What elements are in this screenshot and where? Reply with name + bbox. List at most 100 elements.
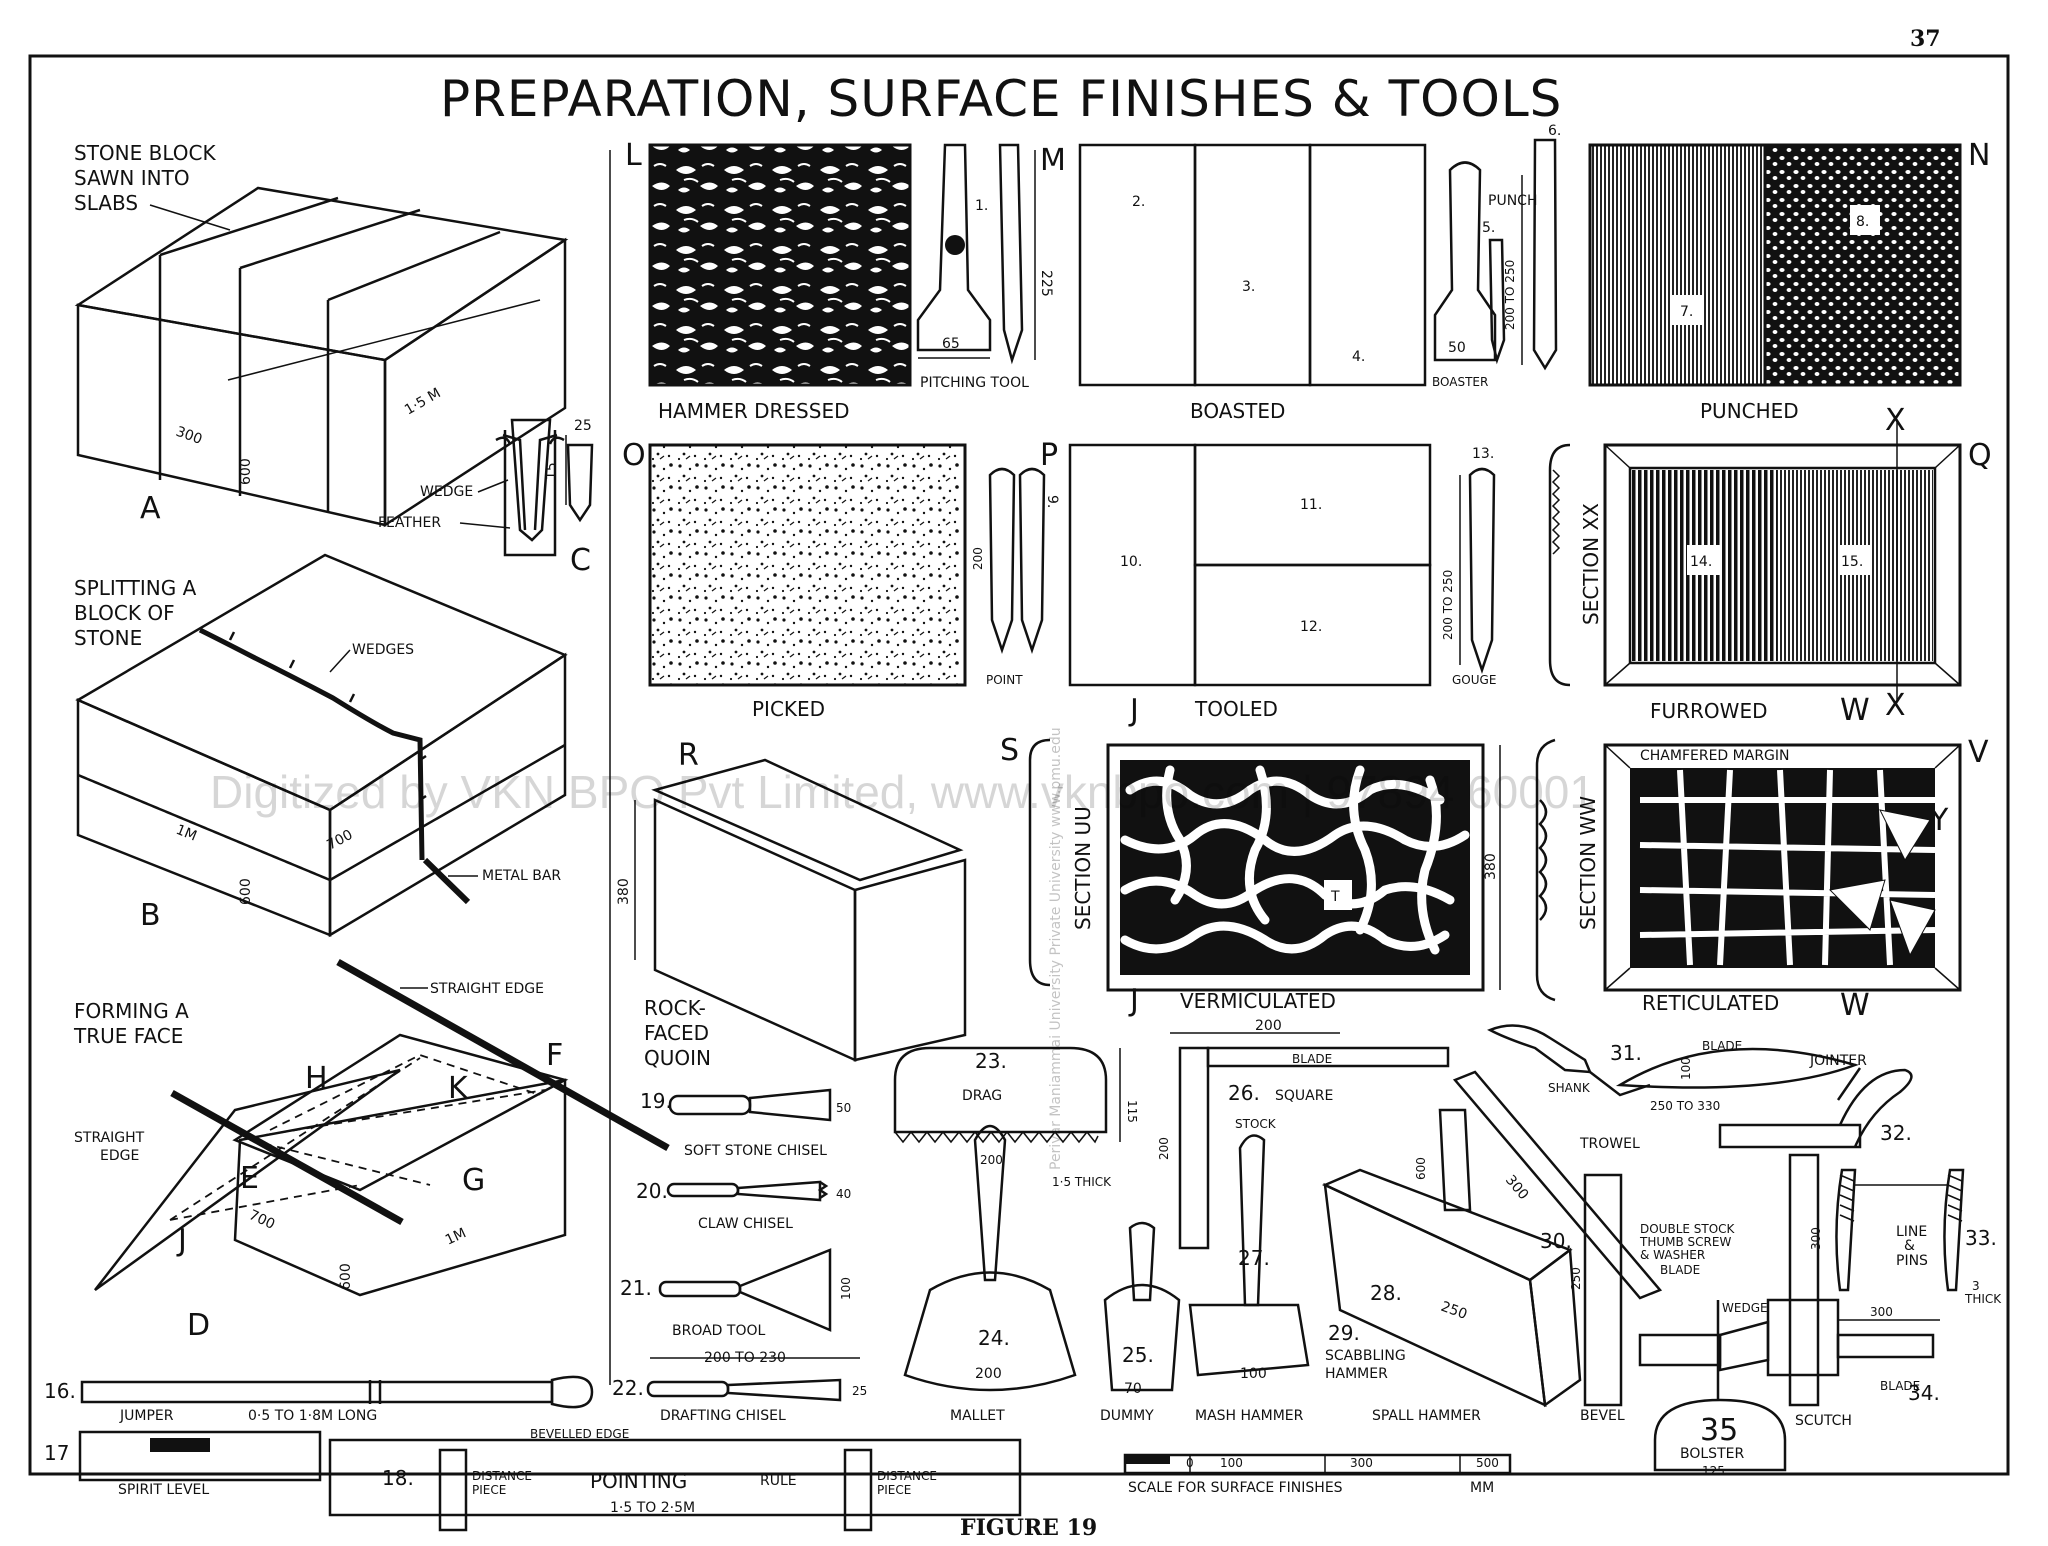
svg-text:THICK: THICK [1964,1292,2002,1306]
svg-text:ROCK-: ROCK- [644,996,706,1020]
svg-text:HAMMER DRESSED: HAMMER DRESSED [658,399,849,423]
svg-text:10.: 10. [1120,554,1142,570]
svg-text:POINT: POINT [986,673,1023,687]
rock-faced-quoin: R 380 ROCK- FACED QUOIN [616,738,967,1070]
svg-text:1·5 M: 1·5 M [402,385,444,418]
svg-text:CLAW CHISEL: CLAW CHISEL [698,1216,793,1232]
svg-text:200: 200 [975,1366,1002,1382]
svg-text:200: 200 [971,547,985,570]
svg-text:17: 17 [44,1441,69,1465]
svg-text:13.: 13. [1472,446,1494,462]
tool-bolster: 35 BOLSTER 125 [1638,1300,1787,1478]
svg-text:1·5 THICK: 1·5 THICK [1052,1175,1112,1189]
finish-tooled: P 10. 11. 12. J TOOLED [1040,438,1432,728]
svg-text:SOFT STONE CHISEL: SOFT STONE CHISEL [684,1143,827,1159]
stone-block-caption: STONE BLOCK [74,141,216,165]
splitting-block-figure: SPLITTING A BLOCK OF STONE WEDGES METAL … [74,553,568,938]
straight-edge-top-label: STRAIGHT EDGE [430,981,544,997]
tool-drag: 23. DRAG 115 200 1·5 THICK [893,1046,1139,1189]
svg-text:100: 100 [839,1277,853,1300]
svg-text:MALLET: MALLET [950,1408,1005,1424]
svg-text:12.: 12. [1300,619,1322,635]
svg-text:X: X [1885,403,1906,438]
svg-text:THUMB SCREW: THUMB SCREW [1639,1235,1731,1249]
svg-text:& WASHER: & WASHER [1640,1248,1705,1262]
tool-trowel: 31. SHANK BLADE 100 250 TO 330 TROWEL [1487,1024,1859,1152]
svg-text:SAWN INTO: SAWN INTO [74,166,190,190]
svg-text:125: 125 [1702,1464,1725,1478]
svg-text:BOASTER: BOASTER [1432,375,1488,389]
svg-text:24.: 24. [978,1326,1010,1350]
svg-text:600: 600 [338,1263,354,1290]
svg-text:P: P [1040,438,1058,473]
svg-text:27.: 27. [1238,1246,1270,1270]
svg-text:600: 600 [238,878,254,905]
metal-bar-label: METAL BAR [482,868,561,884]
svg-text:25: 25 [852,1384,867,1398]
svg-text:3.: 3. [1242,279,1255,295]
svg-text:QUOIN: QUOIN [644,1046,711,1070]
svg-text:65: 65 [942,336,960,352]
svg-text:F: F [546,1038,563,1073]
tool-claw-chisel: 20. 40 CLAW CHISEL [636,1179,851,1232]
svg-text:TROWEL: TROWEL [1579,1136,1640,1152]
svg-text:DISTANCE: DISTANCE [472,1469,532,1483]
svg-text:500: 500 [1476,1456,1499,1470]
svg-text:200: 200 [1255,1018,1282,1034]
svg-text:N: N [1968,138,1990,173]
svg-text:BLOCK OF: BLOCK OF [74,601,175,625]
svg-text:DUMMY: DUMMY [1100,1408,1154,1424]
svg-text:V: V [1968,735,1989,770]
svg-text:HAMMER: HAMMER [1325,1366,1388,1382]
svg-text:100: 100 [1240,1366,1267,1382]
pitching-tool: M 1. 225 65 PITCHING TOOL [916,143,1066,391]
svg-text:BLADE: BLADE [1660,1263,1700,1277]
svg-text:31.: 31. [1610,1041,1642,1065]
svg-text:Q: Q [1968,438,1992,473]
svg-text:250: 250 [1439,1299,1470,1323]
finish-punched: 7. 8. N PUNCHED [1588,138,1990,423]
tool-bevel: 300 30. 250 DOUBLE STOCK THUMB SCREW & W… [1452,1070,1736,1424]
svg-text:15: 15 [544,462,560,480]
true-face-figure: FORMING A TRUE FACE STRAIGHT EDGE STRAIG… [73,958,670,1343]
svg-text:PUNCHED: PUNCHED [1700,399,1799,423]
svg-text:16.: 16. [44,1379,76,1403]
svg-text:STRAIGHT: STRAIGHT [74,1130,145,1146]
letter-b: B [140,898,161,933]
svg-text:115: 115 [1125,1100,1139,1123]
plate-title: PREPARATION, SURFACE FINISHES & TOOLS [440,70,1562,128]
svg-text:250: 250 [1569,1267,1583,1290]
svg-text:PINS: PINS [1896,1253,1928,1269]
tool-soft-stone-chisel: 19. 50 SOFT STONE CHISEL [640,1088,851,1159]
svg-text:BLADE: BLADE [1880,1379,1920,1393]
tool-jointer: JOINTER 32. [1718,1053,1913,1149]
svg-text:600: 600 [238,458,254,485]
svg-text:22.: 22. [612,1376,644,1400]
svg-text:0: 0 [1186,1456,1194,1470]
svg-text:PIECE: PIECE [877,1483,911,1497]
svg-text:DOUBLE STOCK: DOUBLE STOCK [1640,1222,1736,1236]
svg-text:21.: 21. [620,1276,652,1300]
svg-text:RETICULATED: RETICULATED [1642,991,1779,1015]
svg-text:BEVEL: BEVEL [1580,1408,1625,1424]
svg-text:BEVELLED EDGE: BEVELLED EDGE [530,1427,629,1441]
svg-text:RULE: RULE [760,1473,797,1489]
svg-text:GOUGE: GOUGE [1452,673,1496,687]
svg-text:4.: 4. [1352,349,1365,365]
wedge-feather-figure: 25 15 WEDGE FEATHER C [378,418,594,578]
svg-text:28.: 28. [1370,1281,1402,1305]
svg-text:14.: 14. [1690,554,1712,570]
svg-text:W: W [1840,693,1870,728]
svg-text:SECTION UU: SECTION UU [1071,806,1095,930]
svg-text:70: 70 [1124,1381,1142,1397]
svg-text:SCUTCH: SCUTCH [1795,1413,1852,1429]
svg-text:25: 25 [574,418,592,434]
svg-text:700: 700 [246,1207,277,1233]
svg-text:SHANK: SHANK [1548,1081,1591,1095]
svg-text:300: 300 [1809,1227,1823,1250]
svg-text:9.: 9. [1044,495,1060,508]
svg-text:250 TO 330: 250 TO 330 [1650,1099,1720,1113]
svg-text:FACED: FACED [644,1021,709,1045]
side-watermark-text: Periyar Maniammai University Private Uni… [1048,727,1064,1170]
svg-text:BOASTED: BOASTED [1190,399,1285,423]
